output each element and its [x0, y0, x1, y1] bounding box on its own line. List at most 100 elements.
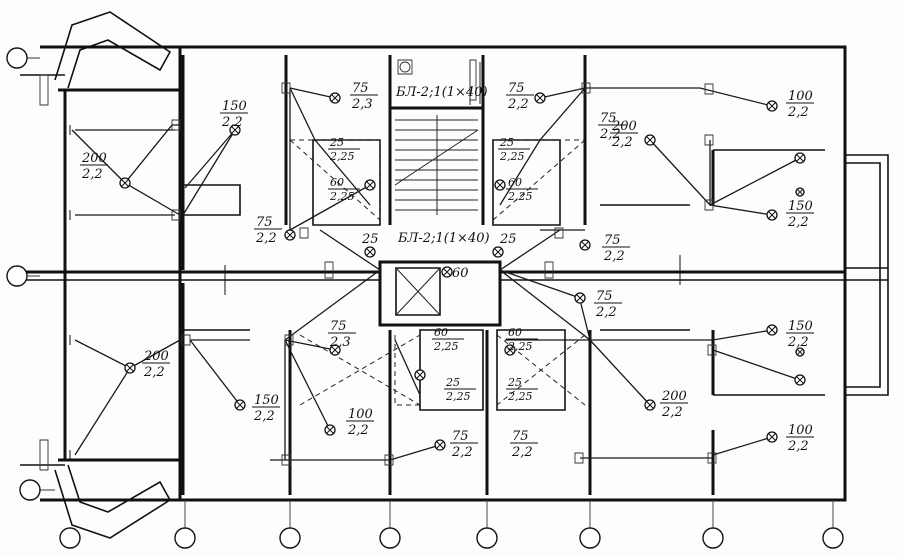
lamp-cross: [796, 348, 804, 356]
axis-markers: [6, 47, 844, 549]
fixture-height: 2,25: [499, 150, 525, 163]
interior-partitions: [20, 55, 825, 495]
fixture-label: 252,25: [444, 376, 476, 403]
fixture-power: 75: [508, 81, 525, 96]
lamp-cross: [126, 364, 134, 372]
lamp-cross: [366, 181, 374, 189]
lamp-cross: [768, 102, 776, 110]
axis-marker: [702, 527, 724, 549]
fixture-height: 2,25: [433, 340, 459, 353]
fixture-height: 2,2: [507, 97, 529, 112]
fixture-power: 75: [452, 429, 469, 444]
fixture-height: 2,2: [787, 215, 809, 230]
fixture-power: 60: [330, 176, 344, 189]
wiring: [71, 87, 801, 461]
fixture-label: 602,25: [506, 326, 538, 353]
fixture-power: 200: [81, 151, 107, 166]
fixture-label: 752,2: [506, 81, 534, 112]
fixture-height: 2,2: [787, 335, 809, 350]
lamp-cross: [231, 126, 239, 134]
axis-marker: [379, 527, 401, 549]
fixture-label: 602,25: [506, 176, 538, 203]
fixture-height: 2,2: [603, 249, 625, 264]
lamp-cross: [768, 211, 776, 219]
lamp-cross: [576, 294, 584, 302]
fixture-height: 2,3: [351, 97, 373, 112]
lamp-cross: [121, 179, 129, 187]
lamp-type-label-top: БЛ-2;1(1×40): [395, 85, 488, 100]
lamp-cross: [331, 346, 339, 354]
lamp-cross: [768, 326, 776, 334]
fixture-power: 60: [508, 176, 522, 189]
fixture-height: 2,2: [221, 115, 243, 130]
axis-marker: [579, 527, 601, 549]
fixture-height: 2,2: [347, 423, 369, 438]
lamp-cross: [443, 268, 451, 276]
fixture-label: 252,25: [328, 136, 360, 163]
fixture-height: 2,2: [661, 405, 683, 420]
fixture-power: 75: [352, 81, 369, 96]
fixture-power: 150: [788, 199, 813, 214]
fixture-power: 75: [256, 215, 273, 230]
axis-marker: [279, 527, 301, 549]
axis-marker: [6, 47, 28, 69]
lamp-cross: [326, 426, 334, 434]
fixture-power: 150: [254, 393, 279, 408]
lamp-power-label: 25: [499, 232, 517, 247]
axis-marker: [174, 527, 196, 549]
fixture-label: 752,2: [594, 289, 622, 320]
fixture-power: 60: [434, 326, 448, 339]
fixture-power: 60: [508, 326, 522, 339]
fixture-height: 2,2: [253, 409, 275, 424]
fixture-height: 2,2: [511, 445, 533, 460]
fixture-height: 2,2: [787, 105, 809, 120]
fixture-power: 100: [788, 423, 813, 438]
axis-marker: [6, 265, 28, 287]
fixture-label: 252,25: [506, 376, 538, 403]
lamp-symbols: [119, 92, 806, 451]
fixture-height: 2,2: [595, 305, 617, 320]
fixture-labels: 752,31502,22002,2252,25602,25752,2752,22…: [80, 81, 814, 460]
lamp-cross: [768, 433, 776, 441]
lamp-cross: [494, 248, 502, 256]
lamp-cross: [496, 181, 504, 189]
axis-marker: [59, 527, 81, 549]
lamp-cross: [436, 441, 444, 449]
lamp-cross: [366, 248, 374, 256]
fixture-height: 2,2: [81, 167, 103, 182]
lamp-cross: [506, 346, 514, 354]
fixture-power: 100: [348, 407, 373, 422]
lamp-cross: [416, 371, 424, 379]
fixture-height: 2,2: [143, 365, 165, 380]
fixture-label: 752,3: [350, 81, 378, 112]
fixture-power: 25: [499, 136, 514, 149]
fixture-height: 2,2: [451, 445, 473, 460]
fixture-power: 75: [512, 429, 529, 444]
fixture-height: 2,25: [445, 390, 471, 403]
lamp-cross: [796, 188, 804, 196]
fixture-label: 752,2: [450, 429, 478, 460]
lamp-cross: [236, 401, 244, 409]
fixture-power: 200: [143, 349, 169, 364]
lamp-cross: [536, 94, 544, 102]
lamp-cross: [796, 154, 804, 162]
fixture-power: 150: [222, 99, 247, 114]
fixture-height: 2,25: [507, 190, 533, 203]
fixture-power: 25: [507, 376, 522, 389]
fixture-power: 75: [600, 111, 617, 126]
fixture-power: 200: [661, 389, 687, 404]
fixture-label: 752,2: [510, 429, 538, 460]
lamp-cross: [581, 241, 589, 249]
lamp-cross: [646, 401, 654, 409]
plan-labels: БЛ-2;1(1×40) БЛ-2;1(1×40) 25 25 60: [361, 85, 517, 281]
exterior-walls: [10, 11, 889, 539]
